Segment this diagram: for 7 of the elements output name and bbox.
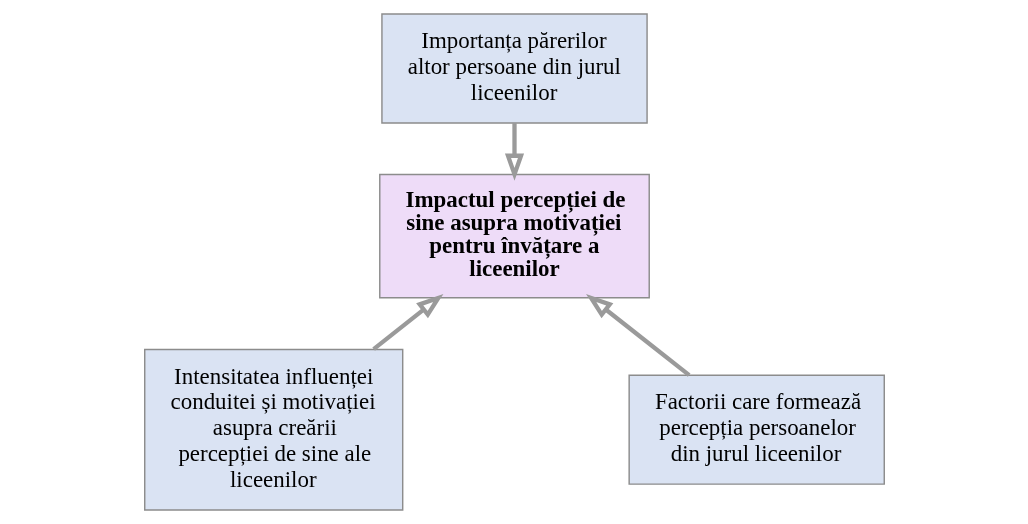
node-box: Impactul percepției de sine asupra motivației pentru învățare a liceenilor bbox=[378, 173, 650, 299]
node-box: Factorii care formează percepția persoanelor din jurul liceenilor bbox=[627, 374, 885, 485]
arrow bbox=[371, 293, 443, 351]
arrow bbox=[504, 123, 524, 181]
node-box: Importanța părerilor altor persoane din jurul liceenilor bbox=[380, 13, 648, 124]
node-box: Intensitatea influenței conduitei și motivației asupra creării percepției de sine ale liceenilor bbox=[143, 348, 403, 511]
arrow bbox=[585, 293, 690, 377]
